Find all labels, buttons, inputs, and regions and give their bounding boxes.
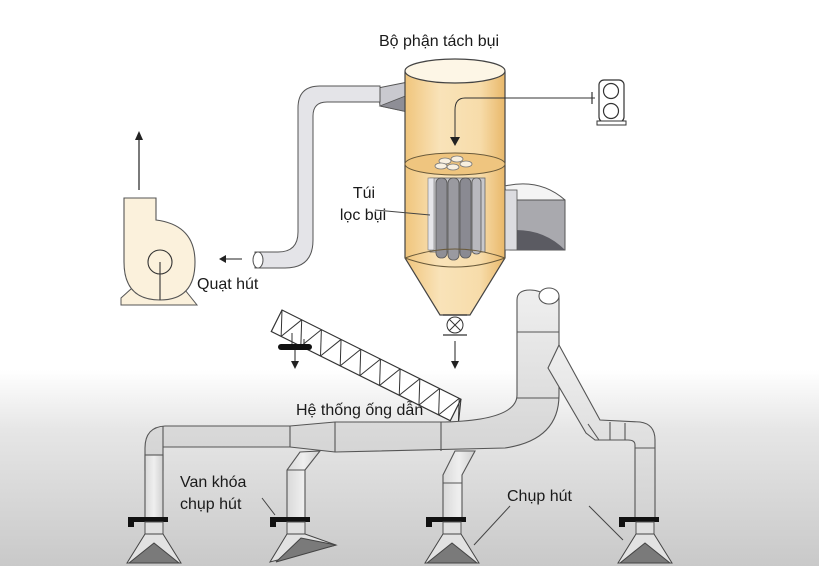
separator-unit xyxy=(377,58,595,369)
rotary-valve xyxy=(443,314,467,336)
outlet-pipe xyxy=(219,85,381,269)
hood-collar xyxy=(286,521,306,535)
fan-inlet-arrow-icon xyxy=(219,255,226,263)
exhaust-fan-icon xyxy=(120,131,199,306)
conveyor-truss-line xyxy=(398,378,421,396)
filter-bag-label-line2: lọc bụi xyxy=(339,207,387,224)
conveyor-discharge xyxy=(278,333,312,369)
filter-bags xyxy=(427,177,486,261)
hood-icon xyxy=(127,542,181,564)
separator-inlet xyxy=(377,81,409,113)
screw-conveyor xyxy=(270,309,462,425)
suction-hood-1 xyxy=(126,517,182,564)
pulse-arrow-icon xyxy=(450,137,460,146)
separator-side-inlet xyxy=(504,183,566,251)
hood-valve-label-line2: chụp hút xyxy=(180,496,242,513)
conveyor-truss-line xyxy=(320,339,342,357)
conveyor-truss-line xyxy=(300,319,303,347)
hood-icon xyxy=(275,537,337,563)
conveyor-truss-line xyxy=(359,349,362,376)
conveyor-truss-line xyxy=(359,358,381,377)
hood-collar xyxy=(442,521,462,535)
conveyor-truss-line xyxy=(320,329,322,357)
hood-collar xyxy=(635,521,655,535)
duct-network xyxy=(144,287,656,521)
conveyor-truss-line xyxy=(379,368,401,386)
conveyor-truss-line xyxy=(457,399,462,425)
conveyor-truss-line xyxy=(339,348,362,367)
suction-hood-3 xyxy=(424,517,480,564)
separator-label: Bộ phận tách bụi xyxy=(379,33,500,50)
conveyor-truss-line xyxy=(398,368,401,396)
conveyor-truss-line xyxy=(379,359,381,386)
conveyor-discharge-arrow-icon xyxy=(291,361,299,369)
bag-openings xyxy=(434,155,473,171)
conveyor-truss-line xyxy=(418,378,421,406)
hood-label: Chụp hút xyxy=(507,488,572,505)
separator-top xyxy=(404,58,506,84)
exhaust-arrow-icon xyxy=(135,131,143,140)
hood-icon xyxy=(618,542,672,564)
pulse-air-line xyxy=(454,97,595,138)
conveyor-truss-line xyxy=(438,397,460,416)
conveyor-truss-line xyxy=(280,309,283,337)
pulse-controller-icon xyxy=(591,79,627,126)
hood-collar xyxy=(144,521,164,535)
conveyor-truss-line xyxy=(339,339,342,366)
hopper-rim xyxy=(404,248,506,259)
conveyor-truss-line xyxy=(280,319,303,337)
riser-outlet xyxy=(538,287,560,305)
hood-valve-label-line1: Van khóa xyxy=(180,474,247,491)
suction-hood-4 xyxy=(617,517,673,564)
filter-bag-label-line1: Túi xyxy=(352,185,376,202)
hood-icon xyxy=(425,542,479,564)
leader-lines xyxy=(261,209,624,546)
conveyor-truss-line xyxy=(418,388,440,406)
fan-label: Quạt hút xyxy=(197,276,259,293)
duct-system-label: Hệ thống ống dẫn xyxy=(296,402,424,419)
conveyor-truss-line xyxy=(438,388,441,415)
suction-hood-2 xyxy=(268,517,338,563)
discharge-arrow-icon xyxy=(451,361,459,369)
